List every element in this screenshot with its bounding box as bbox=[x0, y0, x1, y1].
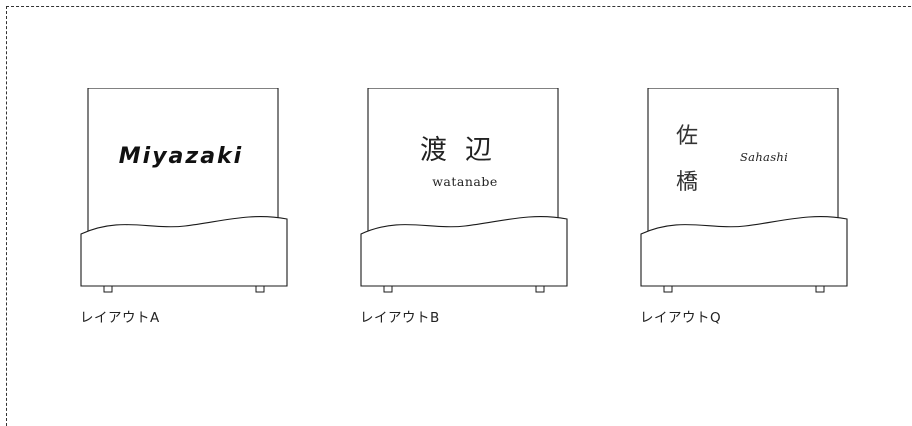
layout-b-caption: レイアウトB bbox=[360, 310, 440, 326]
romaji-text: watanabe bbox=[432, 174, 498, 189]
layout-a-caption: レイアウトA bbox=[80, 310, 160, 326]
name-text: Miyazaki bbox=[118, 144, 244, 169]
nameplate-drawing-a bbox=[80, 88, 288, 293]
dashed-frame bbox=[6, 6, 912, 426]
nameplate-drawing-q bbox=[640, 88, 848, 293]
nameplate-drawing-b bbox=[360, 88, 568, 293]
layout-q-panel: 佐 橋 Sahashi レイアウトQ bbox=[640, 88, 850, 328]
script-name-text: Sahashi bbox=[740, 150, 789, 164]
layout-q-caption: レイアウトQ bbox=[640, 310, 722, 326]
kanji-char-2: 辺 bbox=[465, 135, 510, 166]
layout-b-panel: 渡辺 watanabe レイアウトB bbox=[360, 88, 570, 328]
vertical-kanji-1: 佐 bbox=[676, 124, 699, 149]
layout-a-panel: Miyazaki レイアウトA bbox=[80, 88, 290, 328]
kanji-char-1: 渡 bbox=[420, 135, 465, 166]
kanji-name: 渡辺 bbox=[390, 128, 540, 167]
vertical-kanji-2: 橋 bbox=[676, 170, 699, 195]
